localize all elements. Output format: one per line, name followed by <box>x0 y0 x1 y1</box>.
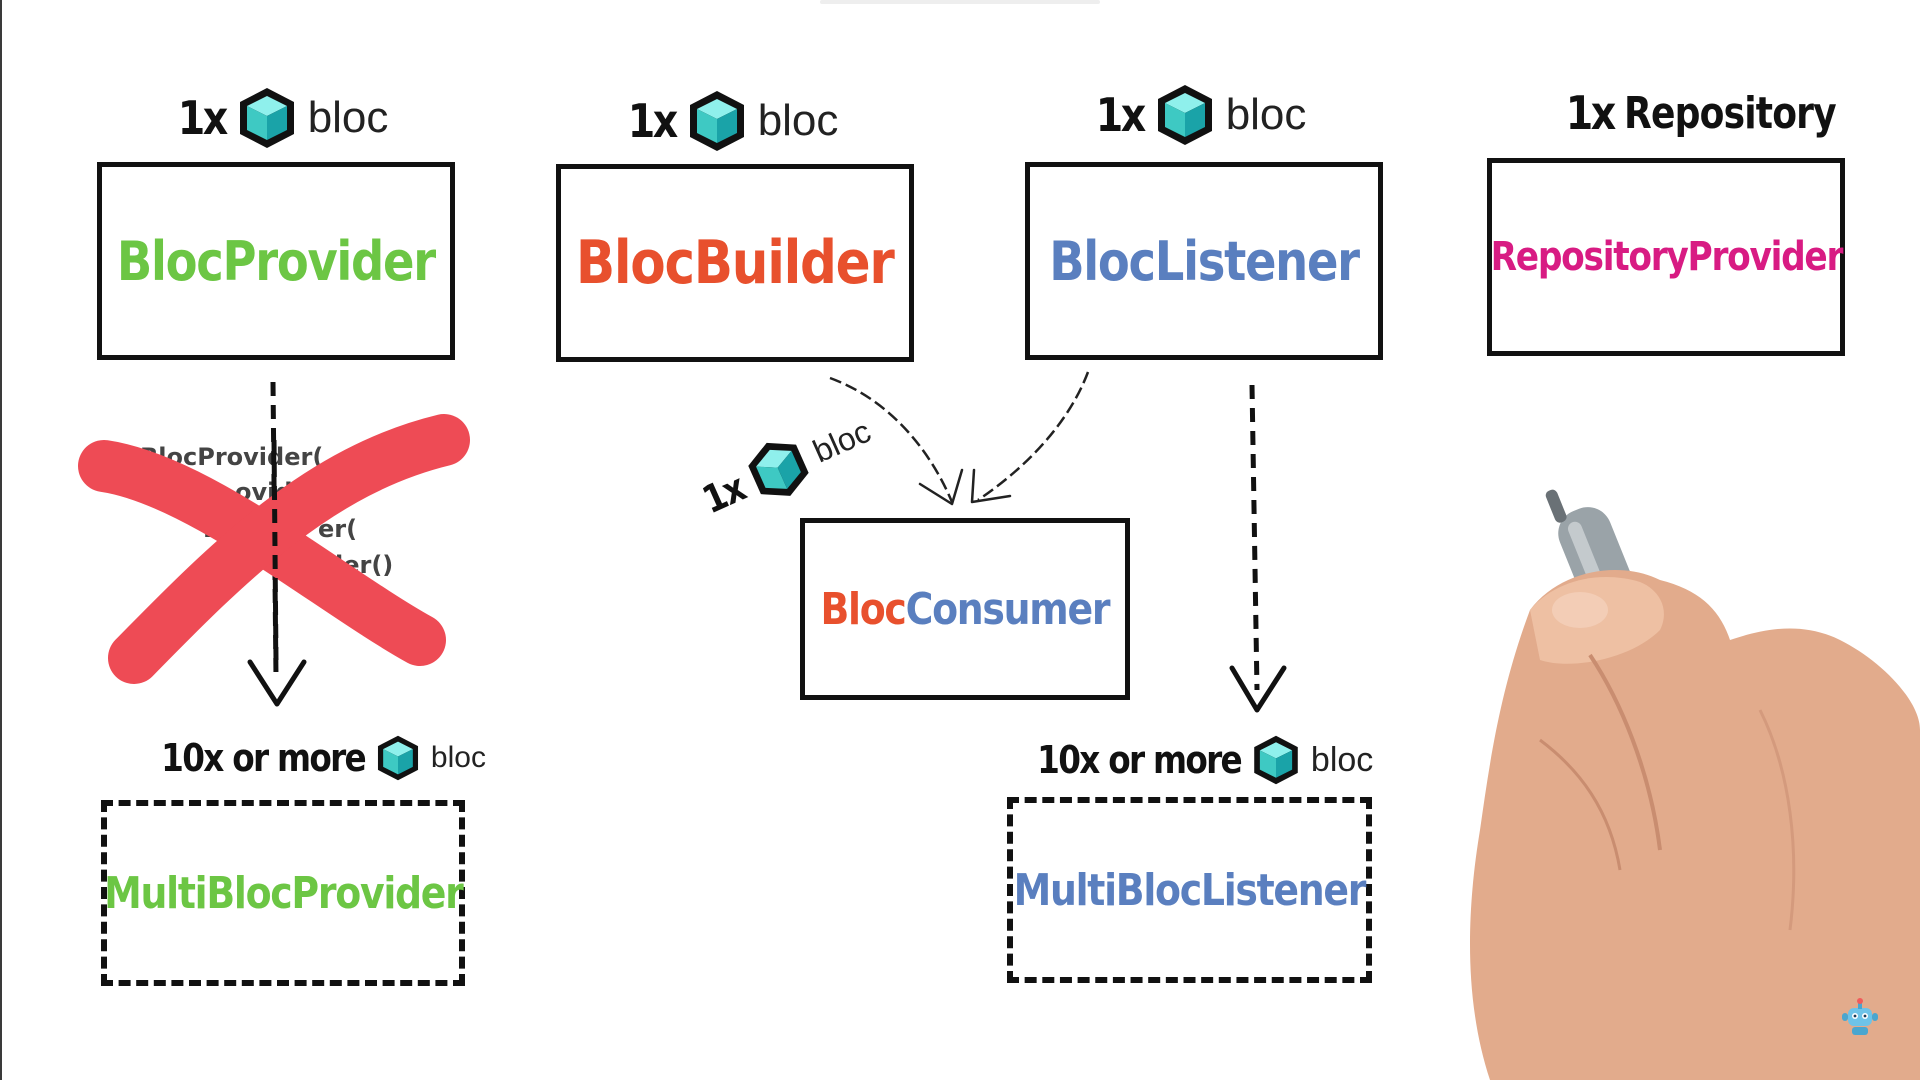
bloc-builder-label: BlocBuilder <box>576 228 895 298</box>
header-builder-word: bloc <box>757 96 839 145</box>
bloc-consumer-part1: Bloc <box>820 583 907 635</box>
bloc-cube-icon <box>239 88 294 148</box>
header-listener: 1x bloc <box>1088 82 1306 148</box>
left-border <box>0 0 2 1080</box>
multi-bloc-provider-label: MultiBlocProvider <box>103 867 464 919</box>
header-builder-count: 1x <box>627 94 678 148</box>
robot-logo-icon <box>1842 998 1878 1035</box>
box-bloc-listener: BlocListener <box>1025 162 1383 360</box>
bloc-cube-icon <box>1254 735 1298 785</box>
arrow-builder-to-consumer <box>829 376 964 506</box>
header-multi-listener: 10x or more bloc <box>1004 733 1373 787</box>
bloc-consumer-label: BlocConsumer <box>820 583 1111 635</box>
header-consumer: 1x bloc <box>686 400 882 534</box>
multi-bloc-listener-label: MultiBlocListener <box>1013 864 1367 916</box>
header-repository-word: Repository <box>1623 87 1837 139</box>
header-provider: 1x bloc <box>170 85 388 151</box>
bloc-cube-icon <box>377 735 418 781</box>
header-listener-word: bloc <box>1225 90 1307 139</box>
header-builder: 1x bloc <box>620 88 838 154</box>
header-provider-count: 1x <box>177 91 228 145</box>
header-consumer-count: 1x <box>696 465 751 523</box>
box-multi-bloc-provider: MultiBlocProvider <box>101 800 465 986</box>
header-multi-provider-count: 10x or more <box>161 736 366 780</box>
repository-provider-label: RepositoryProvider <box>1490 234 1843 280</box>
bloc-cube-icon <box>689 91 744 151</box>
header-provider-word: bloc <box>307 93 389 142</box>
header-multi-listener-word: bloc <box>1310 740 1374 779</box>
bloc-consumer-part2: Consumer <box>905 583 1111 635</box>
header-repository: 1x Repository <box>1558 86 1882 140</box>
arrow-listener-to-consumer <box>970 371 1090 504</box>
dashed-arrow-listener <box>1229 384 1287 713</box>
bloc-listener-label: BlocListener <box>1049 229 1360 293</box>
box-multi-bloc-listener: MultiBlocListener <box>1007 797 1372 983</box>
hand-with-marker-icon: PERMANENT <box>1470 489 1920 1080</box>
header-multi-provider-word: bloc <box>430 741 486 774</box>
header-multi-listener-count: 10x or more <box>1037 738 1242 782</box>
header-multi-provider: 10x or more bloc <box>128 733 486 783</box>
header-listener-count: 1x <box>1095 88 1146 142</box>
box-bloc-provider: BlocProvider <box>97 162 455 360</box>
header-repository-count: 1x <box>1565 86 1616 140</box>
bloc-provider-label: BlocProvider <box>117 229 436 293</box>
bloc-cube-icon <box>748 442 809 496</box>
bloc-cube-icon <box>1157 85 1212 145</box>
top-smudge <box>820 0 1100 4</box>
box-bloc-consumer: BlocConsumer <box>800 518 1130 700</box>
box-repository-provider: RepositoryProvider <box>1487 158 1845 356</box>
red-cross-icon <box>78 414 470 684</box>
box-bloc-builder: BlocBuilder <box>556 164 914 362</box>
